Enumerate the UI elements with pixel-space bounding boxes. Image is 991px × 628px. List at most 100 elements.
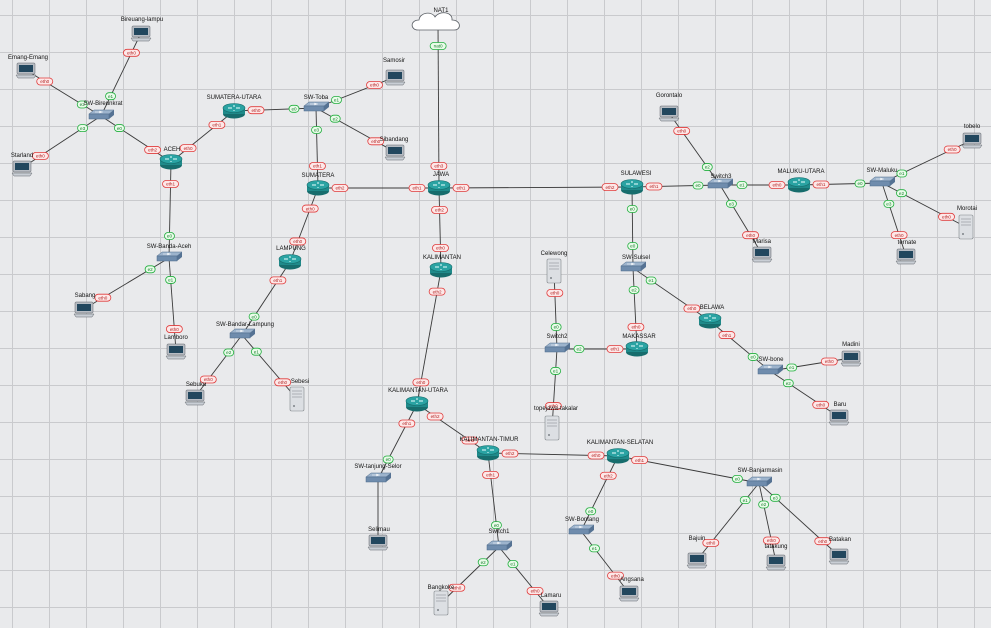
link-kalut-swtanjungselor[interactable] (377, 403, 418, 480)
link-kalut-kaltim[interactable] (416, 403, 489, 454)
port-label-swbireuen: e1 (105, 92, 116, 101)
switch-swbontang[interactable]: SW-Bontang (565, 517, 599, 535)
node-label: SW-Bandar-Lampung (216, 322, 274, 328)
router-sumut[interactable]: SUMATERA-UTARA (207, 95, 262, 119)
pc-tobelo[interactable]: tobelo (961, 124, 983, 149)
node-label: Celewong (541, 251, 568, 257)
pc-angsana[interactable]: Angsana (618, 577, 645, 602)
port-text: e0 (735, 477, 741, 482)
link-swbandaaceh-lamboro[interactable] (168, 257, 177, 352)
link-swbanjarmasin-tatakung[interactable] (758, 482, 777, 563)
switch-swbandarlampung[interactable]: SW-Bandar-Lampung (216, 322, 274, 339)
pc-lamaru[interactable]: Lamaru (538, 593, 561, 617)
link-aceh-swbandaaceh[interactable] (168, 161, 172, 259)
switch-swtanjungselor[interactable]: SW-tanjung-Selor (354, 464, 402, 483)
link-swmaluku-ternate[interactable] (881, 182, 907, 257)
router-kaltim[interactable]: KALIMANTAN-TIMUR (460, 437, 520, 461)
link-swbandarlampung-sebuku[interactable] (194, 334, 243, 398)
pc-ternate[interactable]: ternate (895, 240, 917, 265)
link-sulawesi-swsulsel[interactable] (631, 186, 634, 269)
router-lampung[interactable]: LAMPUNG (276, 246, 306, 270)
link-malut-swmaluku[interactable] (798, 182, 883, 186)
link-swbanjarmasin-bajuin[interactable] (696, 482, 760, 561)
link-swsulsel-makassar[interactable] (632, 267, 638, 350)
link-swbone-baru[interactable] (769, 370, 840, 418)
switch-swbanjarmasin[interactable]: SW-Banjarmasin (738, 468, 783, 487)
switch-swmaluku[interactable]: SW-Maluku (867, 168, 898, 187)
pc-bireuenlampu[interactable]: Bireuang-lampu (121, 17, 163, 42)
port-text: eth1 (402, 421, 411, 426)
server-topejawa[interactable]: topejawa-takalar (534, 406, 578, 441)
link-kalsel-swbontang[interactable] (580, 455, 619, 532)
switch-swbone[interactable]: SW-bone (757, 357, 784, 375)
router-aceh[interactable]: ACEH (159, 147, 183, 170)
port-label-bangkoke: eth0 (448, 583, 466, 592)
link-swtoba-sumatera[interactable] (315, 107, 319, 189)
pc-batakan[interactable]: Batakan (828, 537, 851, 565)
link-sulawesi-switch3[interactable] (631, 184, 721, 188)
server-sebesi[interactable]: Sebesi (289, 379, 309, 412)
link-swbandarlampung-sebesi[interactable] (241, 334, 298, 400)
switch-swbandaaceh[interactable]: SW-Banda-Aceh (147, 244, 192, 262)
link-switch3-marisa[interactable] (719, 184, 763, 255)
pc-samosir[interactable]: Samosir (383, 58, 406, 86)
server-morotai[interactable]: Morotai (957, 206, 977, 240)
router-jawa[interactable]: JAWA (427, 172, 451, 196)
link-jawa-kalimantan[interactable] (438, 187, 442, 271)
link-switch2-topejawa[interactable] (551, 348, 558, 429)
link-nat1-jawa[interactable] (437, 23, 440, 189)
cloud-nat1[interactable]: NAT1 (411, 8, 460, 31)
router-sulawesi[interactable]: SULAWESI (621, 171, 652, 195)
pc-sibandang[interactable]: Sibandang (380, 137, 409, 161)
pc-selimau[interactable]: Selimau (367, 527, 390, 551)
link-swtoba-sibandang[interactable] (315, 107, 396, 153)
pc-lamboro[interactable]: Lamboro (164, 335, 189, 360)
pc-starland[interactable]: Starland (11, 153, 33, 177)
link-swsulsel-belawa[interactable] (632, 267, 711, 322)
switch-swtoba[interactable]: SW-Toba (303, 95, 330, 112)
router-sumatera[interactable]: SUMATERA (302, 173, 335, 196)
pc-tatakung[interactable]: tatakung (764, 544, 788, 571)
pc-bajuin[interactable]: Bajuin (686, 536, 708, 569)
link-swbontang-angsana[interactable] (580, 530, 630, 594)
link-switch1-lamaru[interactable] (498, 546, 550, 609)
router-kalsel[interactable]: KALIMANTAN-SELATAN (587, 440, 653, 464)
link-bireuenlampu-swbireuen[interactable] (100, 32, 142, 117)
link-swbireuen-aceh[interactable] (100, 115, 172, 163)
switch-swbireuen[interactable]: SW-Bireunkrat (84, 101, 123, 120)
pc-sabang[interactable]: Sabang (73, 293, 95, 318)
switch-swsulsel[interactable]: SW-Sulsel (620, 255, 650, 272)
pc-gorontalo[interactable]: Gorontalo (656, 93, 683, 122)
node-label: Sibandang (380, 137, 409, 143)
server-bangkoke[interactable]: Bangkoke (428, 585, 455, 616)
pc-sebuku[interactable]: Sebuku (184, 382, 206, 406)
link-sumut-swtoba[interactable] (233, 107, 317, 112)
link-celewong-switch2[interactable] (553, 270, 558, 350)
link-kaltim-switch1[interactable] (487, 452, 500, 548)
router-malut[interactable]: MALUKU-UTARA (778, 169, 825, 193)
link-lampung-swbandarlampung[interactable] (241, 261, 291, 336)
link-switch1-bangkoke[interactable] (440, 546, 500, 604)
pc-madini[interactable]: Madini (840, 342, 862, 367)
port-text: eth0 (611, 573, 620, 578)
pc-emang[interactable]: Emang-Emang (8, 55, 48, 79)
switch-switch1[interactable]: Switch1 (486, 529, 513, 551)
pc-marisa[interactable]: Marisa (751, 239, 773, 263)
pc-baru[interactable]: Baru (828, 402, 850, 426)
link-starland-swbireuen[interactable] (21, 115, 102, 169)
router-kalimantan[interactable]: KALIMANTAN (423, 255, 461, 278)
router-kalut[interactable]: KALIMANTAN-UTARA (388, 388, 448, 412)
switch-switch2[interactable]: Switch2 (544, 334, 571, 353)
router-icon (429, 262, 453, 278)
link-aceh-sumut[interactable] (170, 110, 235, 163)
router-belawa[interactable]: BELAWA (698, 305, 724, 329)
switch-switch3[interactable]: Switch3 (707, 174, 734, 189)
link-emang-swbireuen[interactable] (25, 69, 102, 117)
router-makassar[interactable]: MAKASSAR (622, 334, 656, 357)
link-belawa-swbone[interactable] (709, 320, 771, 372)
server-celewong[interactable]: Celewong (541, 251, 568, 284)
link-sumatera-lampung[interactable] (289, 187, 319, 263)
link-gorontalo-switch3[interactable] (668, 112, 721, 186)
link-jawa-sulawesi[interactable] (438, 186, 633, 189)
